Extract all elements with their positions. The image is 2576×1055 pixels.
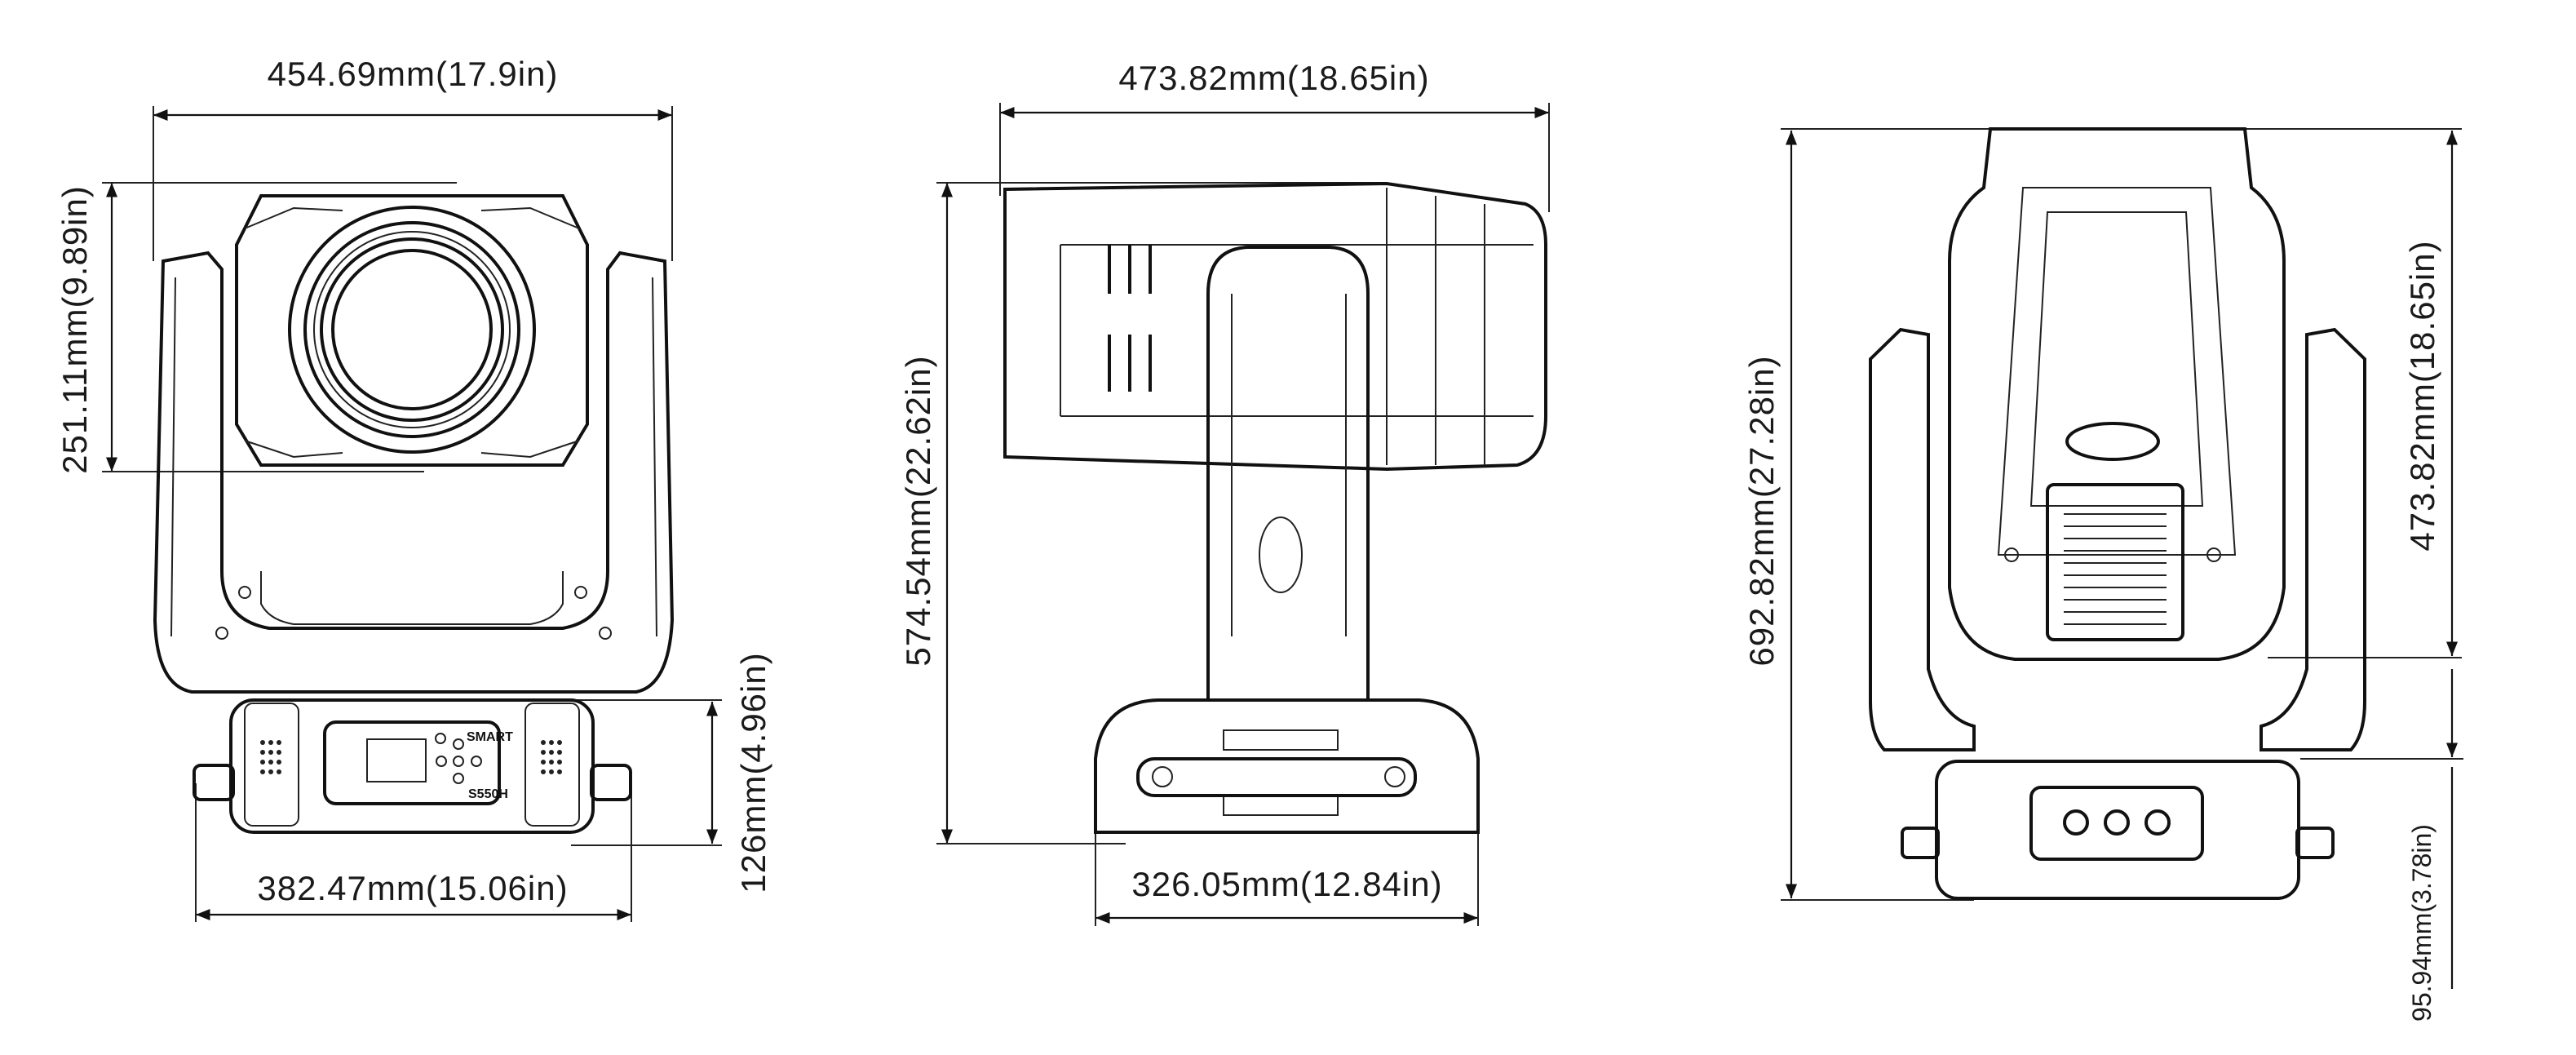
back-head	[1948, 127, 2286, 661]
side-yoke-arm	[1206, 246, 1370, 702]
back-yoke-left	[1869, 327, 1976, 751]
back-logo-emblem	[2065, 422, 2160, 461]
front-view: 454.69mm(17.9in) 251.11mm(9.89in) 382.47…	[55, 55, 772, 922]
back-base-height-dim-label: 95.94mm(3.78in)	[2407, 824, 2437, 1022]
side-base	[1094, 698, 1480, 834]
back-connector-panel	[2029, 786, 2204, 861]
lcd-screen	[366, 738, 427, 782]
back-base	[1935, 760, 2300, 900]
front-handle-left	[193, 764, 235, 801]
side-view: 473.82mm(18.65in) 574.54mm(22.62in) 326.…	[899, 59, 1550, 926]
front-lens-ring	[288, 206, 536, 454]
back-yoke-right	[2260, 327, 2366, 751]
front-head	[235, 194, 589, 467]
front-handle-right	[590, 764, 632, 801]
control-panel	[323, 720, 501, 805]
panel-model-label: S550H	[468, 787, 508, 801]
front-lens	[331, 249, 493, 410]
panel-brand-label: SMART	[467, 730, 513, 744]
side-base-dim-label: 326.05mm(12.84in)	[1131, 865, 1442, 903]
back-view: 692.82mm(27.28in) 473.82mm(18.65in) 95.9…	[1742, 127, 2463, 1022]
front-yoke	[153, 250, 675, 694]
back-head-height-dim-label: 473.82mm(18.65in)	[2403, 240, 2441, 551]
back-vent	[2046, 483, 2184, 641]
side-length-dim-label: 473.82mm(18.65in)	[1118, 59, 1429, 97]
front-base-height-dim-label: 126mm(4.96in)	[734, 652, 772, 893]
back-total-height-dim-label: 692.82mm(27.28in)	[1742, 355, 1781, 666]
front-base-width-dim-label: 382.47mm(15.06in)	[257, 869, 568, 907]
front-width-dim-label: 454.69mm(17.9in)	[268, 55, 559, 93]
front-head-height-dim-label: 251.11mm(9.89in)	[55, 185, 94, 474]
side-height-dim-label: 574.54mm(22.62in)	[899, 355, 937, 666]
front-base	[229, 698, 595, 834]
side-head	[1003, 181, 1547, 472]
logo-emblem	[1259, 516, 1303, 593]
